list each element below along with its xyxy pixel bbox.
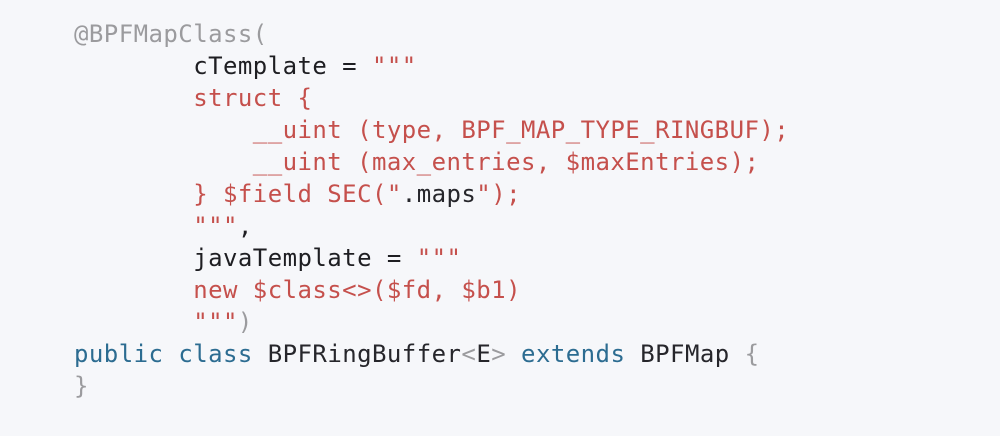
code-token-string: } $field SEC(" xyxy=(74,180,402,208)
code-line: } xyxy=(74,370,994,402)
code-line: javaTemplate = """ xyxy=(74,242,994,274)
code-token-plain xyxy=(253,340,268,368)
code-token-string: new $class<>($fd, $b1) xyxy=(74,276,521,304)
code-token-plain xyxy=(625,340,640,368)
code-line: __uint (max_entries, $maxEntries); xyxy=(74,146,994,178)
code-block: @BPFMapClass( cTemplate = """ struct { _… xyxy=(74,18,994,402)
code-token-punct: < xyxy=(461,340,477,368)
code-token-keyword: class xyxy=(178,340,253,368)
code-token-type: BPFMap xyxy=(640,340,730,368)
code-token-punct: ) xyxy=(237,308,253,336)
code-token-annotation: @BPFMapClass( xyxy=(74,20,268,48)
code-token-string: """ xyxy=(416,244,462,272)
code-line: struct { xyxy=(74,82,994,114)
code-token-punct: { xyxy=(744,340,760,368)
code-token-string: struct { xyxy=(74,84,313,112)
code-token-plain: cTemplate = xyxy=(74,52,372,80)
code-token-string: """ xyxy=(74,308,238,336)
code-token-embedded: .maps xyxy=(401,180,477,208)
code-token-plain: javaTemplate = xyxy=(74,244,417,272)
code-token-plain: , xyxy=(237,212,253,240)
code-token-keyword: public xyxy=(74,340,164,368)
code-token-punct: > xyxy=(491,340,507,368)
code-token-plain xyxy=(730,340,745,368)
code-token-string: "); xyxy=(476,180,521,208)
code-token-type: BPFRingBuffer xyxy=(267,340,462,368)
code-token-string: __uint (type, BPF_MAP_TYPE_RINGBUF); xyxy=(74,116,790,144)
code-token-string: __uint (max_entries, $maxEntries); xyxy=(74,148,760,176)
code-line: } $field SEC(".maps"); xyxy=(74,178,994,210)
code-token-keyword: extends xyxy=(521,340,626,368)
code-token-punct: } xyxy=(74,372,89,400)
code-token-plain xyxy=(163,340,178,368)
code-token-string: """ xyxy=(371,52,417,80)
code-line: __uint (type, BPF_MAP_TYPE_RINGBUF); xyxy=(74,114,994,146)
code-token-type: E xyxy=(476,340,492,368)
code-token-plain xyxy=(506,340,521,368)
code-line: """) xyxy=(74,306,994,338)
code-line: """, xyxy=(74,210,994,242)
code-token-string: """ xyxy=(74,212,238,240)
code-line: public class BPFRingBuffer<E> extends BP… xyxy=(74,338,994,370)
code-line: cTemplate = """ xyxy=(74,50,994,82)
code-line: new $class<>($fd, $b1) xyxy=(74,274,994,306)
code-line: @BPFMapClass( xyxy=(74,18,994,50)
